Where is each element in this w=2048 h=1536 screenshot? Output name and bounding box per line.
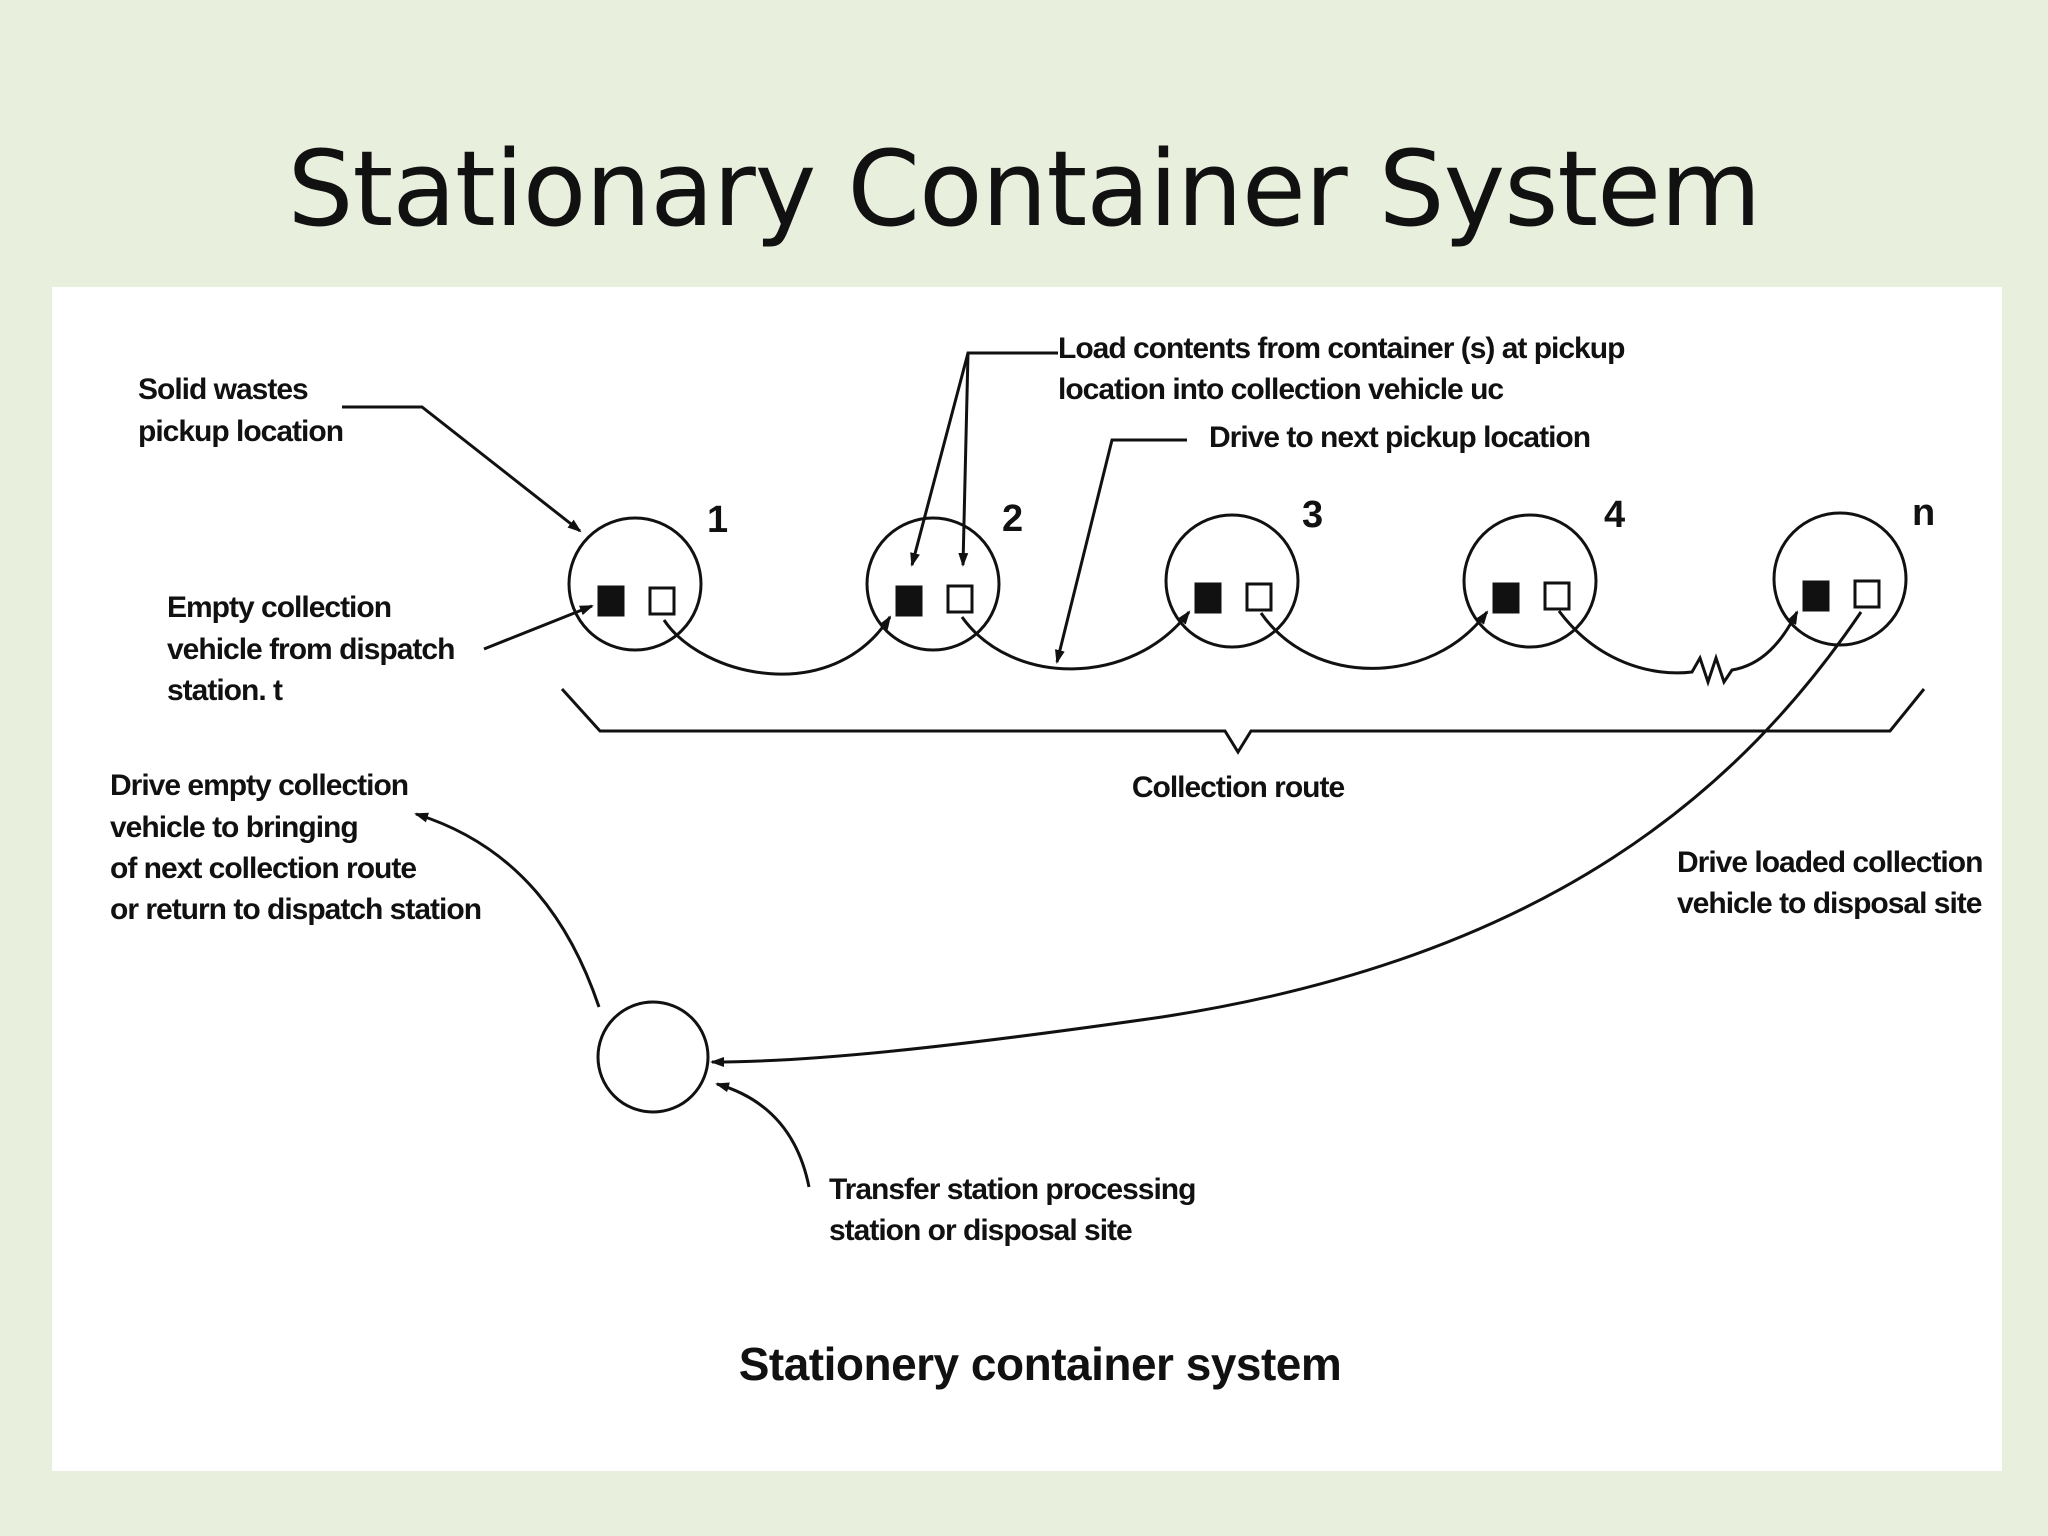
label-load-contents-1: Load contents from container (s) at pick… bbox=[1058, 332, 1625, 365]
label-drive-next: Drive to next pickup location bbox=[1209, 421, 1590, 454]
stop-number-n: n bbox=[1912, 492, 1935, 534]
arrow-load-contents-b bbox=[958, 352, 970, 567]
pickup-location-3 bbox=[1164, 513, 1300, 649]
pickup-location-2 bbox=[865, 516, 1001, 652]
label-drive-empty-1: Drive empty collection bbox=[110, 769, 408, 802]
slide-title: Stationary Container System bbox=[287, 128, 1762, 250]
label-drive-empty-4: or return to dispatch station bbox=[110, 893, 481, 926]
label-empty-vehicle-3: station. t bbox=[167, 674, 283, 707]
diagram-panel: 1 2 3 4 n Solid wastes pickup location L… bbox=[52, 287, 2002, 1471]
full-container-2 bbox=[895, 585, 923, 617]
label-transfer-station-2: station or disposal site bbox=[829, 1214, 1132, 1247]
arrow-drive-empty-return bbox=[414, 812, 601, 1008]
route-loop-4-n bbox=[1557, 610, 1799, 687]
arrow-transfer-station bbox=[715, 1082, 811, 1188]
label-load-contents-2: location into collection vehicle uc bbox=[1058, 373, 1503, 406]
full-container-4 bbox=[1492, 582, 1520, 614]
empty-container-3 bbox=[1245, 582, 1273, 612]
label-collection-route: Collection route bbox=[1132, 771, 1345, 804]
label-empty-vehicle-2: vehicle from dispatch bbox=[167, 633, 454, 666]
pickup-location-4 bbox=[1462, 513, 1598, 649]
arrow-drive-next bbox=[1055, 438, 1187, 664]
transfer-station-circle bbox=[596, 1000, 710, 1114]
arrow-load-contents-a bbox=[910, 351, 1058, 567]
label-transfer-station-1: Transfer station processing bbox=[829, 1173, 1195, 1206]
route-loop-3-4 bbox=[1259, 610, 1489, 670]
label-solid-wastes-1: Solid wastes bbox=[138, 373, 308, 406]
arrow-solid-wastes bbox=[342, 405, 582, 533]
route-loop-2-3 bbox=[960, 610, 1191, 671]
empty-container-n bbox=[1853, 579, 1881, 609]
label-drive-empty-2: vehicle to bringing bbox=[110, 811, 358, 844]
stop-number-3: 3 bbox=[1302, 494, 1323, 536]
label-empty-vehicle-1: Empty collection bbox=[167, 591, 391, 624]
label-drive-loaded-1: Drive loaded collection bbox=[1677, 846, 1982, 879]
empty-container-1 bbox=[648, 586, 676, 616]
collection-route-brace bbox=[560, 687, 1926, 755]
arrow-empty-vehicle bbox=[483, 604, 594, 651]
full-container-1 bbox=[597, 585, 625, 617]
stop-number-2: 2 bbox=[1002, 498, 1023, 540]
empty-container-4 bbox=[1543, 581, 1571, 611]
label-drive-loaded-2: vehicle to disposal site bbox=[1677, 887, 1982, 920]
empty-container-2 bbox=[946, 584, 974, 614]
label-solid-wastes-2: pickup location bbox=[138, 415, 343, 448]
diagram-canvas: 1 2 3 4 n Solid wastes pickup location L… bbox=[110, 332, 1983, 1390]
arrow-loaded-to-disposal bbox=[710, 611, 1863, 1067]
label-drive-empty-3: of next collection route bbox=[110, 852, 416, 885]
diagram-caption: Stationery container system bbox=[739, 1338, 1342, 1390]
pickup-location-n bbox=[1772, 511, 1908, 647]
route-loop-1-2 bbox=[662, 615, 892, 676]
stop-number-4: 4 bbox=[1604, 494, 1625, 536]
full-container-3 bbox=[1194, 582, 1222, 614]
pickup-location-1 bbox=[567, 516, 703, 652]
full-container-n bbox=[1802, 580, 1830, 612]
stop-number-1: 1 bbox=[707, 499, 728, 541]
